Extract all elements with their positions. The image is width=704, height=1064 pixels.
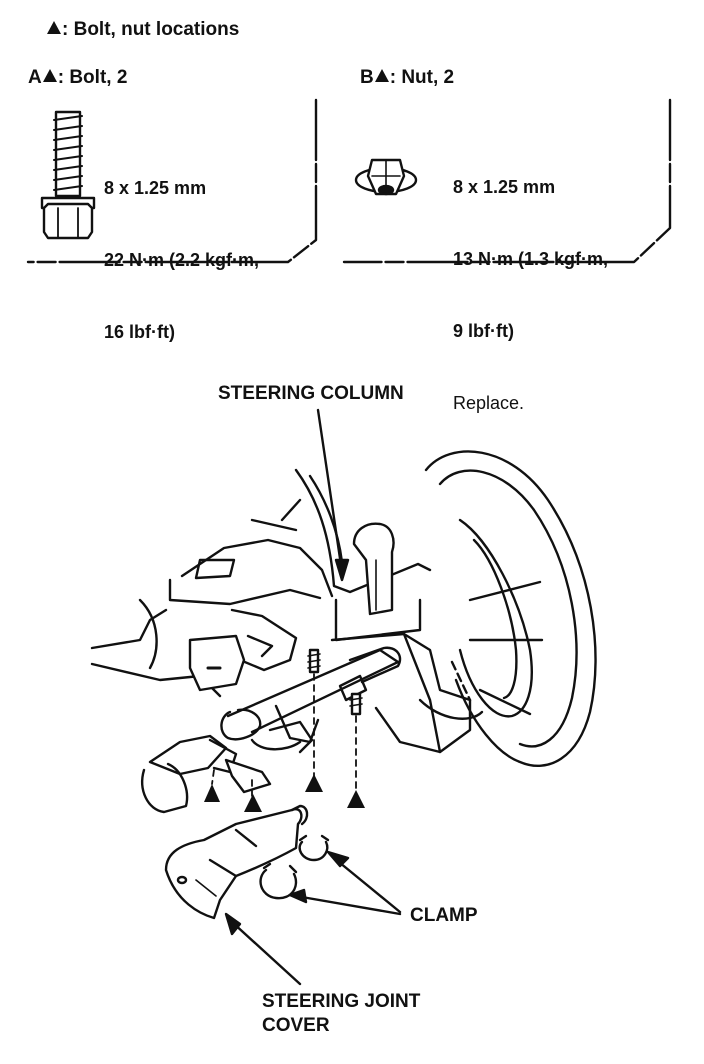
box-a-title-text: : Bolt, 2	[57, 67, 128, 88]
box-b-size: 8 x 1.25 mm	[453, 177, 556, 197]
box-b-prefix: B	[360, 67, 374, 88]
dashboard-structure	[90, 498, 334, 698]
column-bolt-icon	[307, 648, 321, 674]
clamp-leaders	[288, 850, 402, 916]
clamp-label: CLAMP	[410, 905, 478, 926]
triangle-marker-icon	[305, 774, 323, 792]
flange-bolt-icon	[40, 110, 96, 240]
column-bolt-icon-b	[349, 692, 363, 716]
box-b-note: Replace.	[453, 393, 525, 413]
triangle-marker-icon	[244, 794, 262, 812]
box-b-title-text: : Nut, 2	[389, 67, 455, 88]
box-a-torque-imperial: 16 lbf·ft)	[104, 322, 175, 342]
box-a-size: 8 x 1.25 mm	[104, 178, 207, 198]
joint-cover-leader	[224, 912, 302, 986]
triangle-marker-icon	[204, 784, 220, 802]
column-body	[294, 468, 472, 754]
box-a-prefix: A	[28, 67, 42, 88]
box-a-spec: 8 x 1.25 mm 22 N·m (2.2 kgf·m, 16 lbf·ft…	[104, 128, 259, 368]
steering-joint	[141, 720, 314, 814]
steering-joint-cover-label: STEERING JOINT COVER	[262, 990, 420, 1038]
steering-joint-cover-line2: COVER	[262, 1015, 330, 1036]
steering-wheel	[418, 450, 597, 767]
steering-joint-cover	[164, 804, 309, 920]
legend-text: : Bolt, nut locations	[62, 19, 240, 40]
box-b-title: B : Nut, 2	[360, 66, 454, 90]
triangle-marker-icon	[347, 790, 365, 808]
steering-column-label: STEERING COLUMN	[218, 383, 404, 404]
triangle-marker-icon	[47, 21, 61, 34]
box-a-title: A : Bolt, 2	[28, 66, 127, 90]
flange-nut-icon	[354, 158, 418, 196]
clamp-icon	[259, 834, 330, 900]
box-b-torque: 13 N·m (1.3 kgf·m,	[453, 249, 609, 269]
box-a-frame	[26, 98, 318, 264]
triangle-marker-icon	[42, 69, 57, 82]
box-b-frame	[342, 98, 672, 264]
triangle-marker-icon	[374, 69, 389, 82]
box-b-torque-imperial: 9 lbf·ft)	[453, 321, 514, 341]
steering-joint-cover-line1: STEERING JOINT	[262, 991, 421, 1012]
location-triangles	[204, 774, 365, 812]
legend: : Bolt, nut locations	[46, 18, 239, 42]
box-a-torque: 22 N·m (2.2 kgf·m,	[104, 250, 260, 270]
location-leaders	[211, 673, 357, 797]
box-b-spec: 8 x 1.25 mm 13 N·m (1.3 kgf·m, 9 lbf·ft)…	[453, 127, 608, 439]
